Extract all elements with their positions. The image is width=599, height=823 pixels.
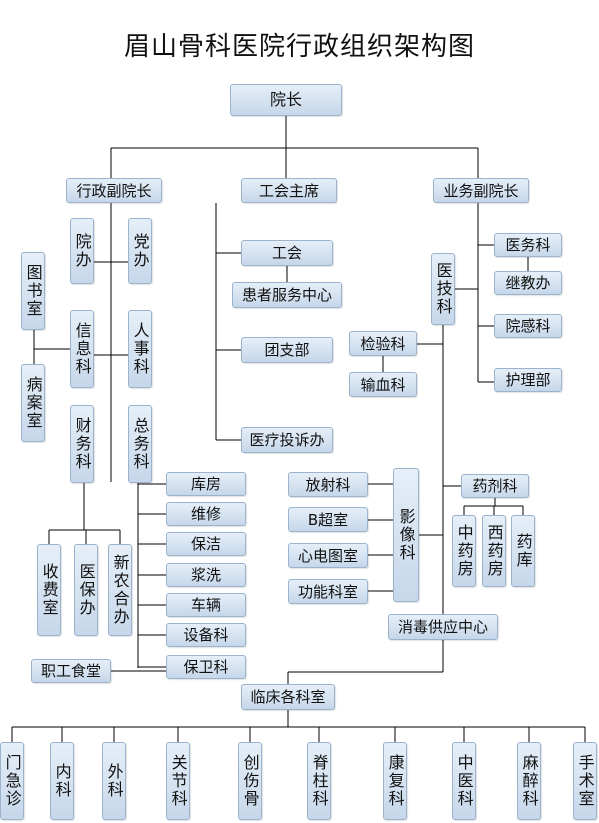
node-transfusion[interactable]: 输血科: [349, 372, 417, 397]
node-general-affairs[interactable]: 总务科: [128, 405, 152, 483]
clinical-dept-internal[interactable]: 内科: [50, 742, 74, 820]
node-western-pharmacy[interactable]: 西药房: [482, 515, 506, 587]
node-pharmacy[interactable]: 药剂科: [461, 474, 529, 498]
node-ecg[interactable]: 心电图室: [288, 543, 368, 568]
node-staff-canteen[interactable]: 职工食堂: [31, 659, 111, 683]
node-library[interactable]: 图书室: [21, 252, 45, 330]
node-patient-service[interactable]: 患者服务中心: [232, 282, 342, 308]
node-complaints[interactable]: 医疗投诉办: [241, 427, 333, 453]
clinical-dept-spine[interactable]: 脊柱科: [307, 742, 331, 820]
node-radiology[interactable]: 放射科: [288, 472, 368, 497]
node-admin-vp[interactable]: 行政副院长: [66, 178, 162, 203]
node-imaging[interactable]: 影像科: [393, 468, 419, 602]
clinical-dept-joint[interactable]: 关节科: [166, 742, 190, 820]
node-business-vp[interactable]: 业务副院长: [433, 178, 529, 203]
node-clinical-depts[interactable]: 临床各科室: [241, 684, 335, 710]
node-security[interactable]: 保卫科: [166, 655, 246, 679]
node-vehicles[interactable]: 车辆: [166, 593, 246, 617]
node-youth-league[interactable]: 团支部: [241, 337, 333, 363]
clinical-dept-emergency[interactable]: 门急诊: [0, 742, 24, 820]
node-hr-dept[interactable]: 人事科: [128, 310, 152, 388]
node-union-chair[interactable]: 工会主席: [241, 178, 337, 203]
node-hospital-office[interactable]: 院办: [70, 218, 94, 284]
node-rural-coop[interactable]: 新农合办: [108, 544, 132, 636]
node-continuing-edu[interactable]: 继教办: [494, 271, 562, 295]
clinical-dept-trauma[interactable]: 创伤骨: [238, 742, 262, 820]
clinical-dept-operating-room[interactable]: 手术室: [573, 742, 597, 820]
node-ultrasound[interactable]: B超室: [288, 507, 368, 532]
node-laundry[interactable]: 浆洗: [166, 563, 246, 587]
node-medical-affairs[interactable]: 医务科: [494, 233, 562, 257]
node-president[interactable]: 院长: [230, 84, 342, 116]
node-sterile-supply[interactable]: 消毒供应中心: [388, 614, 498, 640]
node-function-room[interactable]: 功能科室: [288, 579, 368, 604]
node-warehouse[interactable]: 库房: [166, 472, 246, 496]
node-cashier-room[interactable]: 收费室: [37, 544, 61, 636]
chart-title: 眉山骨科医院行政组织架构图: [123, 32, 475, 62]
node-infection-control[interactable]: 院感科: [494, 314, 562, 338]
clinical-dept-tcm[interactable]: 中医科: [452, 742, 476, 820]
node-lab[interactable]: 检验科: [349, 331, 417, 356]
node-maintenance[interactable]: 维修: [166, 502, 246, 526]
node-drug-store[interactable]: 药库: [511, 515, 535, 587]
node-records-room[interactable]: 病案室: [21, 364, 45, 442]
node-medical-insurance[interactable]: 医保办: [74, 544, 98, 636]
clinical-dept-rehab[interactable]: 康复科: [383, 742, 407, 820]
node-info-dept[interactable]: 信息科: [70, 310, 94, 388]
clinical-dept-surgery[interactable]: 外科: [102, 742, 126, 820]
node-finance-dept[interactable]: 财务科: [70, 405, 94, 483]
node-tcm-pharmacy[interactable]: 中药房: [452, 515, 476, 587]
node-cleaning[interactable]: 保洁: [166, 532, 246, 556]
node-union[interactable]: 工会: [241, 240, 333, 266]
clinical-dept-anesthesia[interactable]: 麻醉科: [517, 742, 541, 820]
node-nursing[interactable]: 护理部: [494, 368, 562, 392]
node-party-office[interactable]: 党办: [128, 218, 152, 284]
node-medical-tech[interactable]: 医技科: [431, 253, 455, 325]
node-equipment[interactable]: 设备科: [166, 623, 246, 647]
